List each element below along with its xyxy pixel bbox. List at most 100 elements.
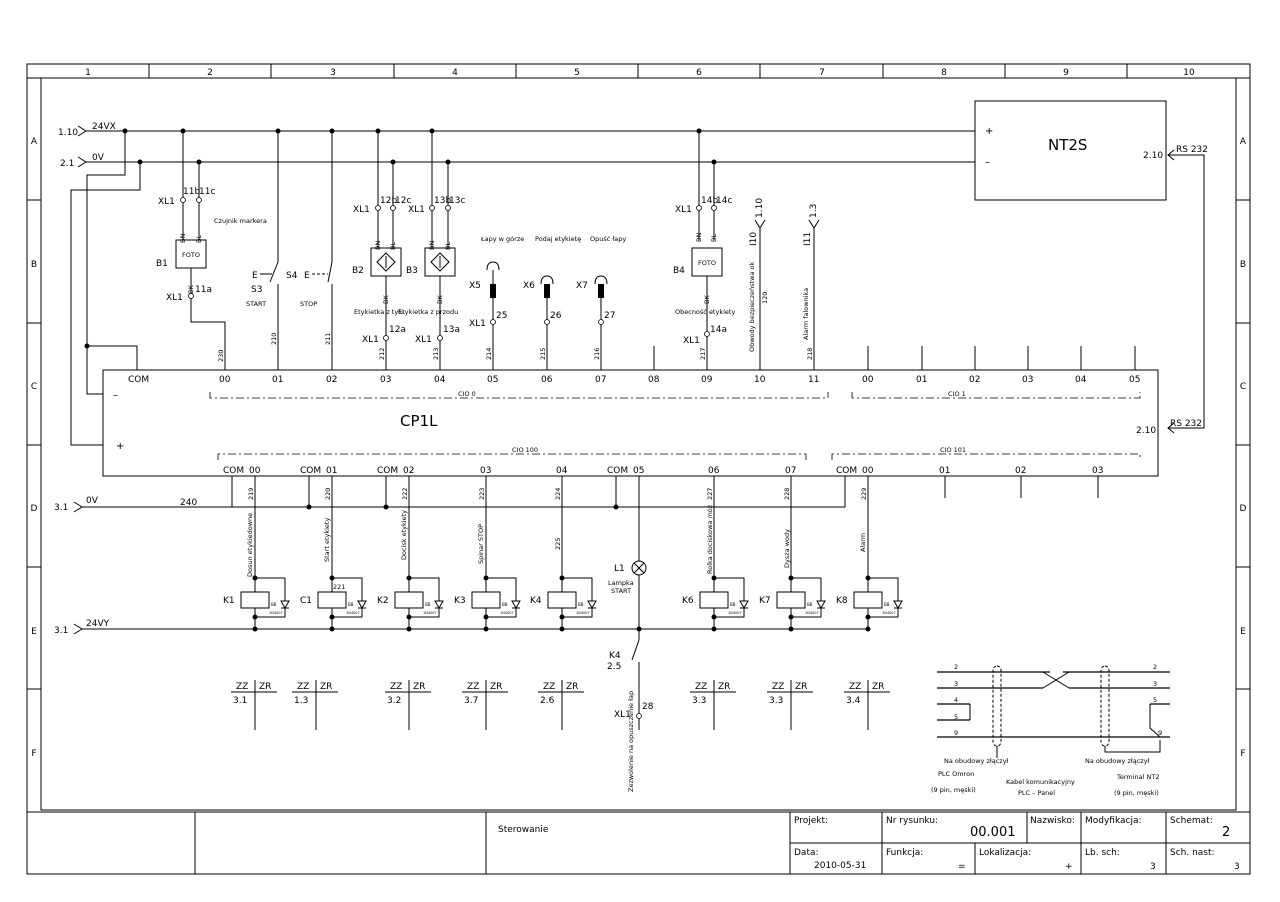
- svg-text:XL1: XL1: [675, 205, 692, 215]
- diode-label: BB: [807, 602, 813, 607]
- column-label: 10: [1183, 68, 1195, 78]
- xref-zz: ZZ: [467, 682, 479, 692]
- svg-text:RS 232: RS 232: [1176, 145, 1208, 155]
- xref-ref: 3.1: [233, 696, 247, 706]
- row-label: E: [1240, 627, 1246, 637]
- plc-output-terminal: 02: [1015, 466, 1026, 476]
- svg-text:E: E: [304, 271, 310, 281]
- svg-text:3: 3: [1234, 862, 1240, 872]
- svg-text:9: 9: [954, 729, 958, 737]
- diode-icon: [587, 600, 597, 610]
- junction-dot: [559, 626, 565, 632]
- plc-input-terminal: 01: [916, 375, 927, 385]
- svg-text:XL1: XL1: [469, 319, 486, 329]
- junction-dot: [406, 626, 412, 632]
- plc-input-terminal: 11: [808, 375, 819, 385]
- svg-text:XL1: XL1: [166, 293, 183, 303]
- diode-wire: [332, 577, 363, 598]
- svg-text:4: 4: [954, 696, 958, 704]
- rail-24vy: 3.1 24VY: [54, 619, 868, 636]
- plc-output-com: COM: [377, 466, 398, 476]
- svg-text:210: 210: [270, 333, 278, 345]
- input-i11: 1.3 I11 Alarm falownika: [802, 204, 820, 370]
- svg-text:(9 pin, męski): (9 pin, męski): [931, 786, 976, 794]
- svg-text:5: 5: [954, 713, 958, 721]
- svg-text:BN: BN: [428, 241, 436, 250]
- svg-text:14b: 14b: [701, 196, 718, 206]
- svg-text:(9 pin, męski): (9 pin, męski): [1114, 789, 1159, 797]
- svg-text:Sch. nast:: Sch. nast:: [1170, 848, 1215, 858]
- diode-label: BB: [578, 602, 584, 607]
- svg-text:230: 230: [217, 350, 225, 362]
- xref-ref: 3.4: [846, 696, 861, 706]
- svg-text:Etykietka z przodu: Etykietka z przodu: [398, 308, 458, 316]
- xref-zz: ZZ: [390, 682, 402, 692]
- svg-text:217: 217: [699, 348, 707, 360]
- svg-text:PLC Omron: PLC Omron: [938, 770, 974, 778]
- xref-ref: 3.3: [692, 696, 706, 706]
- svg-text:1.10: 1.10: [58, 128, 78, 138]
- diode-wire: [868, 577, 899, 598]
- diode-label: BB: [730, 602, 736, 607]
- svg-text:Kabel komunikacyjny: Kabel komunikacyjny: [1006, 778, 1075, 786]
- svg-text:XL1: XL1: [362, 335, 379, 345]
- diode-part: 1N4007: [423, 611, 437, 615]
- svg-text:1.3: 1.3: [809, 204, 819, 218]
- xref-ref: 3.7: [464, 696, 478, 706]
- svg-text:Lb. sch:: Lb. sch:: [1085, 848, 1120, 858]
- svg-text:14c: 14c: [716, 196, 732, 206]
- plc-input-terminal: 04: [1075, 375, 1087, 385]
- svg-text:Lokalizacja:: Lokalizacja:: [979, 848, 1031, 858]
- svg-text:B4: B4: [673, 266, 685, 276]
- svg-text:Nr rysunku:: Nr rysunku:: [886, 816, 938, 826]
- diode-wire: [486, 612, 517, 618]
- plc-input-terminal: 05: [1129, 375, 1140, 385]
- comm-cable-diagram: 2 3 4 5 9 2 3 5 9 Na obudowy złączył Na …: [931, 663, 1170, 797]
- junction-dot: [329, 626, 335, 632]
- svg-text:Etykietka z tyłu: Etykietka z tyłu: [354, 308, 404, 316]
- svg-text:Zezwolenie na opuszczenie łap: Zezwolenie na opuszczenie łap: [627, 691, 635, 792]
- relay-coil: [547, 591, 577, 609]
- plc-input-terminal: 06: [541, 375, 553, 385]
- svg-text:Na obudowy złączył: Na obudowy złączył: [944, 757, 1009, 765]
- row-label: A: [1240, 137, 1247, 147]
- relay-name: K1: [223, 596, 235, 606]
- column-label: 8: [941, 68, 947, 78]
- input-x5: Łapy w górze X5 XL1 25: [469, 235, 524, 370]
- svg-text:11b: 11b: [183, 187, 200, 197]
- svg-text:Lampka: Lampka: [608, 579, 634, 587]
- switch-s3-start: E S3 START: [246, 131, 279, 370]
- svg-text:0V: 0V: [92, 153, 105, 163]
- relay-name: K4: [530, 596, 542, 606]
- row-label: D: [1240, 504, 1247, 514]
- plc-input-terminal: 05: [487, 375, 498, 385]
- diode-label: BB: [502, 602, 508, 607]
- diode-wire: [714, 612, 745, 618]
- svg-text:2: 2: [1153, 663, 1157, 671]
- svg-text:+: +: [985, 126, 993, 137]
- svg-text:28: 28: [642, 702, 654, 712]
- row-label: F: [31, 749, 36, 759]
- diode-icon: [434, 600, 444, 610]
- svg-text:3: 3: [1150, 862, 1156, 872]
- svg-text:Nazwisko:: Nazwisko:: [1030, 816, 1075, 826]
- svg-text:CIO 0: CIO 0: [458, 390, 476, 398]
- row-label: D: [31, 504, 38, 514]
- row-label: E: [31, 627, 37, 637]
- svg-text:START: START: [246, 300, 266, 308]
- column-labels: 1 2 3 4 5 6 7 8 9 10: [85, 68, 1195, 78]
- svg-text:215: 215: [539, 348, 547, 360]
- relay-coil: [317, 591, 347, 609]
- row-label: C: [31, 382, 37, 392]
- svg-text:218: 218: [806, 348, 814, 360]
- plc-input-terminal: 00: [862, 375, 874, 385]
- diode-part: 1N4007: [500, 611, 514, 615]
